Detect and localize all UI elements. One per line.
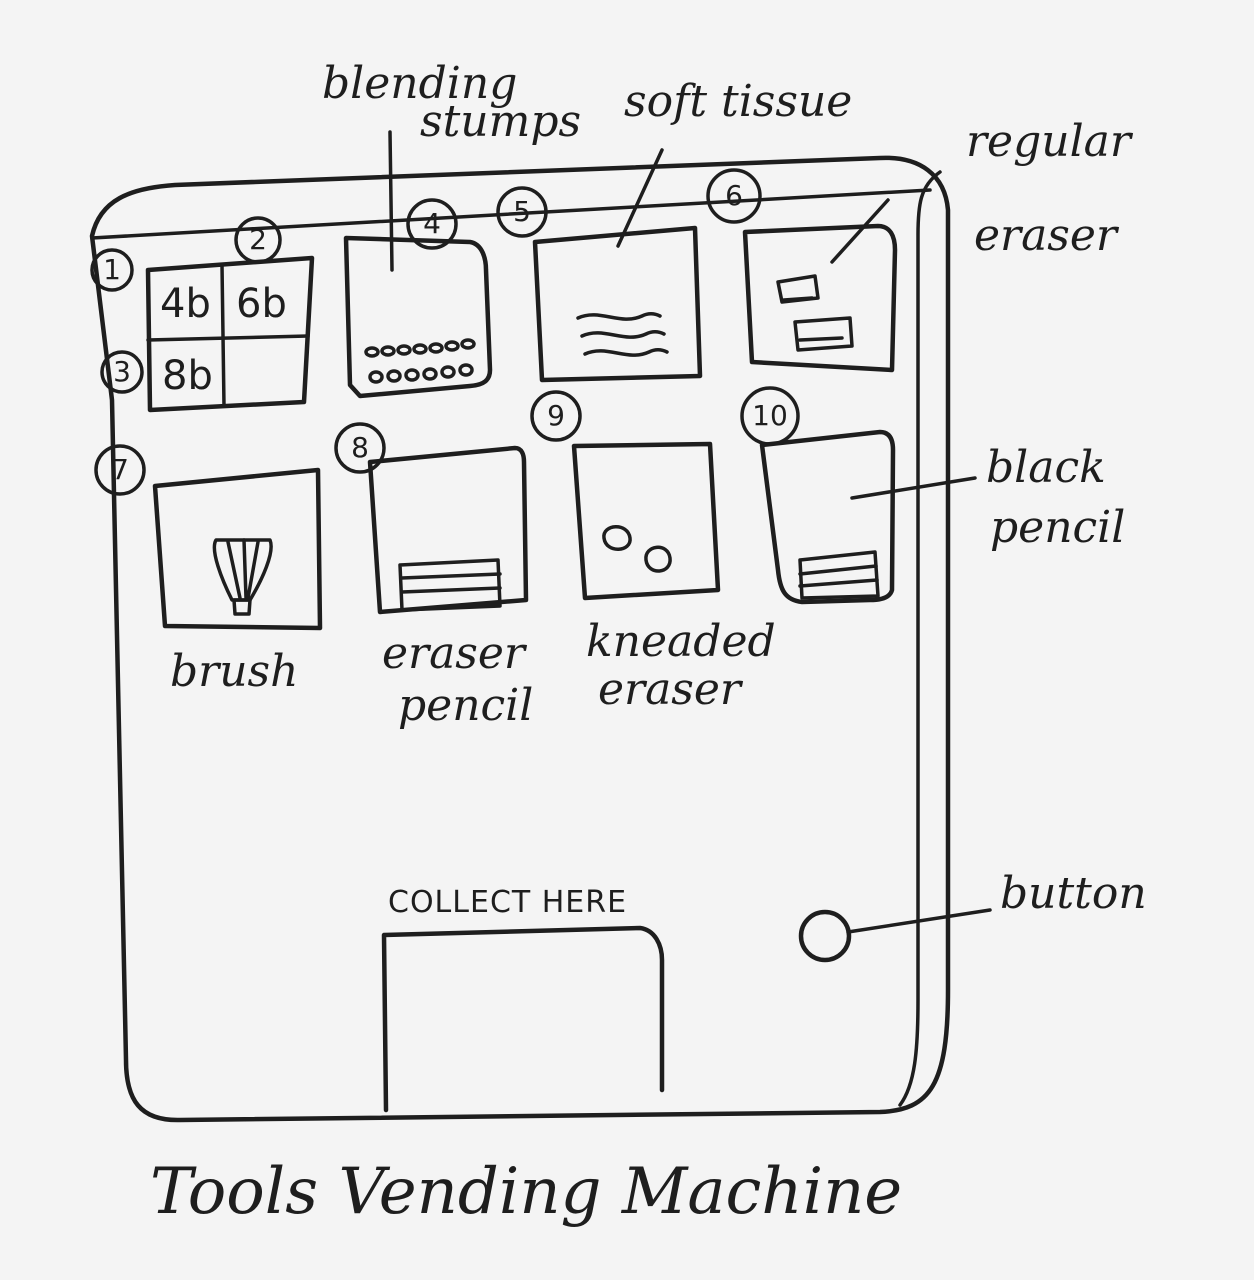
label-button: button [1000, 868, 1147, 919]
label-pencil-black: pencil [990, 502, 1126, 553]
machine-body [89, 155, 951, 1123]
slot-number: 7 [111, 453, 129, 486]
slot-circle-4 [406, 198, 458, 250]
label-soft-tissue: soft tissue [624, 76, 853, 127]
grid-cell-4b: 4b [160, 281, 211, 327]
sketch-title: Tools Vending Machine [150, 1155, 903, 1229]
grid-cell-6b: 6b [236, 281, 287, 327]
slot-circle-9 [530, 390, 582, 442]
slot-number: 4 [423, 207, 441, 240]
slot-number: 3 [113, 355, 131, 388]
slot-circle-10 [740, 386, 800, 446]
label-eraser-regular: eraser [974, 210, 1117, 261]
slot-number: 1 [103, 253, 121, 286]
brush-box [152, 467, 323, 631]
slot-circle-7 [94, 444, 146, 496]
label-stumps: stumps [420, 96, 582, 147]
slot-circle-5 [496, 186, 548, 238]
slot-circle-6 [706, 168, 762, 224]
black-pencil-box [759, 429, 977, 605]
machine-side [898, 170, 942, 1107]
slot-circle-2 [234, 216, 282, 264]
collect-box [381, 925, 665, 1113]
label-blending: blending [322, 58, 518, 109]
regular-eraser-box [742, 198, 898, 373]
label-black: black [986, 442, 1106, 493]
slot-circle-3 [100, 350, 144, 394]
slot-number: 6 [725, 179, 743, 212]
grid-cell-8b: 8b [162, 353, 213, 399]
label-eraser-pencil-1: eraser [382, 628, 525, 679]
eraser-pencil-box [367, 445, 529, 615]
slot-circle-8 [334, 422, 386, 474]
slot-circle-1 [90, 248, 134, 292]
stumps-dots [364, 338, 476, 384]
label-regular: regular [966, 116, 1131, 167]
label-eraser-pencil-2: pencil [398, 680, 534, 731]
label-kneaded-eraser: eraser [598, 664, 741, 715]
button-pointer-line [846, 908, 992, 934]
machine-top-edge [90, 188, 932, 240]
blending-stumps-box [343, 130, 493, 399]
slot-number: 5 [513, 195, 531, 228]
slot-circles [90, 168, 800, 496]
slot-number: 8 [351, 431, 369, 464]
soft-tissue-box [532, 148, 703, 383]
label-brush: brush [170, 646, 299, 697]
collect-here-label: COLLECT HERE [388, 885, 628, 920]
slot-number: 9 [547, 399, 565, 432]
slot-number: 10 [752, 399, 788, 432]
label-kneaded: kneaded [586, 616, 776, 667]
slot-number: 2 [249, 223, 267, 256]
vending-button [798, 909, 852, 963]
kneaded-eraser-box [571, 441, 721, 601]
